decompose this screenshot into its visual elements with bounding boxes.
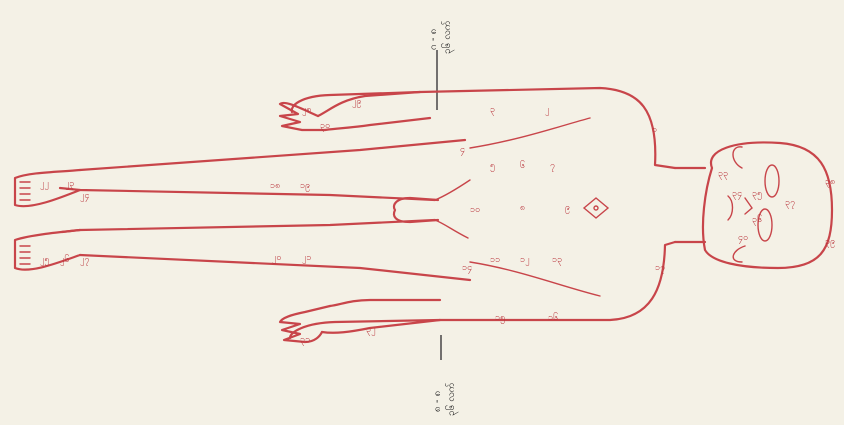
mark: ၂၅ [40, 255, 49, 266]
mark: ၃၄ [732, 189, 742, 200]
mark: ၆ [520, 160, 525, 171]
nose [745, 198, 752, 214]
mark: ၂၁ [302, 253, 311, 264]
mouth [728, 196, 733, 220]
mark: ၁၁ [490, 255, 500, 265]
waist-left [435, 220, 468, 238]
mark: ၁၉ [300, 181, 310, 192]
mark: ၂၄ [80, 191, 89, 202]
bottom-measure-caption: ၈ - ၈ ၃၆ လက် [432, 382, 459, 416]
top-caption-line-1: ဂ - ၈ [428, 29, 439, 50]
mark: ၁၃ [552, 255, 562, 266]
left-toes [20, 246, 30, 264]
waist-right [435, 180, 470, 200]
head-outline [703, 142, 832, 268]
mark: ၁၅ [495, 313, 505, 324]
mark: ၂၈ [302, 105, 312, 116]
mark: ၁၂ [520, 255, 529, 266]
mark: ၂၉ [352, 97, 361, 108]
navel-dot [594, 206, 598, 210]
mark: ၃၃ [718, 169, 728, 180]
mark: ၃၂ [366, 325, 375, 336]
left-ear [733, 246, 745, 262]
left-arm [322, 300, 440, 333]
right-ear [733, 147, 742, 168]
chest-line-upper [470, 118, 590, 148]
mark: ၁၈ [270, 181, 280, 191]
groin [394, 198, 438, 222]
right-arm [318, 92, 430, 130]
mark: ၃၇ [785, 198, 795, 209]
mark: ၇ [550, 161, 555, 172]
mark: ၅ [490, 161, 495, 172]
neck-outline [675, 168, 705, 242]
mark: ၄ [460, 145, 465, 156]
mark: ၃ [490, 105, 495, 116]
bottom-caption-line-1: ၈ - ၈ [432, 391, 443, 412]
mark: ၂၀ [272, 253, 281, 264]
right-leg [60, 140, 465, 200]
mark: ၁ [652, 125, 657, 135]
chest-line-lower [470, 262, 600, 296]
mark: ၂၆ [60, 254, 69, 266]
navel-diamond [584, 198, 608, 218]
right-eye [765, 165, 779, 197]
mark: ၉ [565, 203, 570, 214]
mark: ၈ [520, 203, 525, 213]
mark: ၂၂ [40, 179, 49, 190]
mark: ၁၀ [470, 205, 480, 215]
right-toes [20, 182, 30, 200]
mark: ၃၆ [752, 214, 762, 226]
mark: ၃၉ [825, 237, 835, 248]
left-eye [758, 209, 772, 241]
mark: ၁၇ [655, 263, 665, 274]
mark: ၃၈ [825, 177, 835, 188]
mark: ၃၅ [752, 189, 762, 200]
top-measure-caption: ဂ - ၈ ၃၆ လက် [428, 20, 455, 54]
bottom-caption-line-2: ၃၆ လက် [444, 382, 459, 416]
mark: ၂၇ [80, 255, 89, 266]
mark: ၂၃ [65, 179, 74, 190]
mark: ၁၄ [462, 263, 472, 274]
mark: ၃၀ [320, 121, 330, 132]
torso-outline [290, 88, 675, 338]
mark: ၄၀ [738, 233, 748, 244]
top-caption-line-2: ၃၆ လက် [440, 20, 455, 54]
mark: ၂ [545, 105, 549, 116]
mark: ၃၁ [300, 335, 310, 346]
mark: ၁၆ [548, 312, 558, 323]
left-leg [62, 220, 470, 280]
